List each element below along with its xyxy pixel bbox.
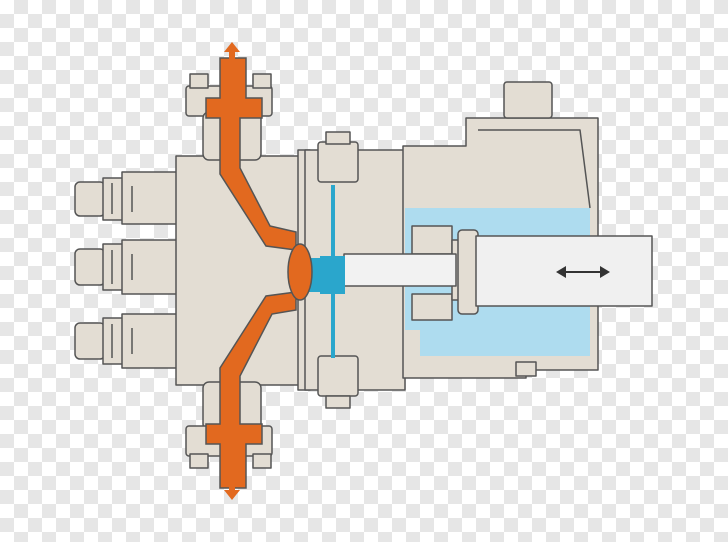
inlet-arrow-icon xyxy=(224,482,240,500)
sensor-middle xyxy=(74,239,179,295)
piston-rod xyxy=(343,253,457,287)
fluid-path xyxy=(205,57,313,489)
crosshead xyxy=(457,229,479,315)
left-sensor-assembly xyxy=(74,171,179,369)
sensor-top xyxy=(74,171,179,225)
outlet-arrow-icon xyxy=(224,42,240,60)
diaphragm xyxy=(287,243,313,301)
sensor-bottom xyxy=(74,313,179,369)
valve-housing-top xyxy=(503,81,553,119)
stroke-direction-icon xyxy=(556,266,610,278)
